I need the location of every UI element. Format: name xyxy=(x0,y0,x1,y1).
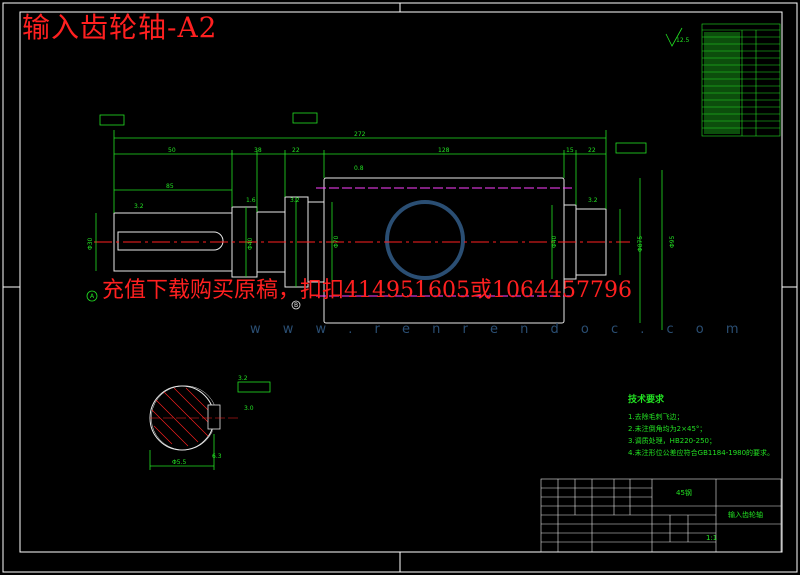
drawing-title: 输入齿轮轴-A2 xyxy=(22,11,218,44)
parameter-table-fill xyxy=(704,32,740,134)
datum-a-circle xyxy=(86,290,98,302)
gdt-frame-left xyxy=(99,114,125,126)
dim-85: 85 xyxy=(166,183,174,190)
dimension-lines xyxy=(95,130,663,330)
tech-heading: 技术要求 xyxy=(628,395,665,405)
watermark-url: w w w . r e n r e n d o c . c o m xyxy=(250,322,748,337)
roughness-r4: 0.8 xyxy=(354,165,364,172)
dim-22b: 22 xyxy=(588,147,596,154)
section-view xyxy=(149,381,271,470)
title-block xyxy=(540,478,782,553)
dim-38: 38 xyxy=(254,147,262,154)
tech-item: 3.调质处理，HB220-250； xyxy=(628,437,716,445)
roughness-symbol-corner xyxy=(665,27,683,47)
roughness-corner: 12.5 xyxy=(676,37,690,44)
dim-dia-e: Φ875 xyxy=(637,236,644,252)
dim-22a: 22 xyxy=(292,147,300,154)
dim-dia-right: Φ95 xyxy=(669,235,676,248)
tech-item: 4.未注形位公差应符合GB1184-1980的要求。 xyxy=(628,449,775,457)
dim-section-width: Φ5.5 xyxy=(172,459,186,466)
inner-border xyxy=(19,11,783,553)
watermark-circle xyxy=(385,200,465,280)
dim-50: 50 xyxy=(168,147,176,154)
roughness-r2: 1.6 xyxy=(246,197,256,204)
dim-section-depth: 3.0 xyxy=(244,405,254,412)
dim-total-length: 272 xyxy=(354,131,366,138)
tech-item: 1.去除毛刺飞边； xyxy=(628,413,684,421)
promo-banner[interactable]: 充值下载购买原稿，扣扣414951605或1064457796 xyxy=(102,278,632,303)
dim-dia-b: Φ40 xyxy=(247,237,254,250)
roughness-r5: 3.2 xyxy=(588,197,598,204)
dim-dia-a: Φ30 xyxy=(87,237,94,250)
dim-dia-d: Φ40 xyxy=(551,235,558,248)
gdt-frame-right xyxy=(615,142,647,154)
dim-128: 128 xyxy=(438,147,450,154)
datum-a-label: A xyxy=(90,293,95,300)
dim-15: 15 xyxy=(566,147,574,154)
parameter-table xyxy=(701,23,781,137)
title-block-scale: 1:1 xyxy=(706,534,718,542)
gdt-frame-mid xyxy=(292,112,318,124)
tech-item: 2.未注倒角均为2×45°； xyxy=(628,425,707,433)
technical-requirements: 技术要求 1.去除毛刺飞边； 2.未注倒角均为2×45°； 3.调质处理，HB2… xyxy=(628,392,774,459)
datum-b-circle xyxy=(291,300,301,310)
roughness-r1: 3.2 xyxy=(134,203,144,210)
roughness-r6: 6.3 xyxy=(212,453,222,460)
roughness-r3: 3.2 xyxy=(290,197,300,204)
datum-b-label: B xyxy=(294,302,298,309)
roughness-r7: 3.2 xyxy=(238,375,248,382)
dim-dia-c: Φ70 xyxy=(333,235,340,248)
title-block-material: 45钢 xyxy=(676,489,692,497)
title-block-part-name: 输入齿轮轴 xyxy=(728,511,763,519)
